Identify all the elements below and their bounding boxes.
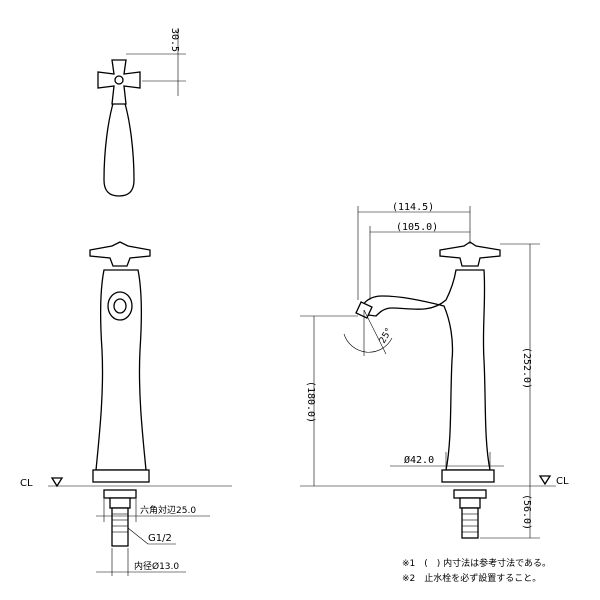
dim-spout-reach-ref: (114.5): [392, 202, 434, 213]
dim-inner-diameter: 内径Ø13.0: [134, 560, 179, 572]
angle-inclined: [363, 309, 387, 355]
cl-left-triangle: [50, 477, 64, 488]
dim-spout-reach: (105.0): [396, 222, 438, 233]
cl-right-triangle: [538, 475, 552, 486]
cl-right-marker: CL: [300, 475, 569, 487]
dim-below-counter-label: (56.0): [521, 494, 532, 530]
dim-handle-height: 30.5: [169, 28, 180, 52]
dim-spout-height: (180.0): [300, 315, 358, 486]
dim-thread: G1/2: [127, 527, 176, 545]
side-view-base: [441, 469, 495, 483]
front-view-hex-nut: [109, 497, 131, 509]
cl-left-label: CL: [20, 478, 33, 489]
front-view-handle: [89, 241, 151, 267]
notes: ※1 ( ) 内寸法は参考寸法である。 ※2 止水栓を必ず設置すること。: [402, 557, 551, 584]
side-view-washer: [453, 489, 487, 499]
dim-reach: (114.5) (105.0): [357, 202, 471, 300]
side-view: [355, 241, 501, 539]
dim-spout-height-label: (180.0): [305, 381, 316, 423]
dim-angle: 25°: [343, 309, 395, 356]
dim-base-diameter: Ø42.0: [390, 452, 504, 470]
thread-leader: [127, 527, 149, 545]
top-view: 30.5: [97, 28, 186, 197]
side-view-handle: [439, 241, 501, 267]
dim-overall-height-label: (252.0): [521, 347, 532, 389]
angle-arc: [343, 333, 393, 353]
dim-overall-height: (252.0): [500, 243, 540, 486]
dim-spray-angle: 25°: [378, 327, 395, 346]
side-view-body: [359, 269, 491, 471]
note-1: ※1 ( ) 内寸法は参考寸法である。: [402, 557, 551, 569]
note-2: ※2 止水栓を必ず設置すること。: [402, 572, 541, 584]
top-view-spout: [103, 99, 135, 197]
dim-hex: 六角対辺25.0: [96, 499, 210, 522]
front-view-base: [92, 469, 150, 483]
front-view-washer: [103, 489, 137, 499]
dim-base-diameter-label: Ø42.0: [404, 454, 434, 466]
cl-left-marker: CL: [20, 477, 232, 489]
cl-right-label: CL: [556, 476, 569, 487]
dim-inner: 内径Ø13.0: [96, 548, 186, 576]
dim-below-counter: (56.0): [480, 486, 540, 539]
dim-hex-across-flats: 六角対辺25.0: [140, 504, 196, 516]
side-view-shank: [461, 507, 479, 539]
dim-thread-label: G1/2: [148, 533, 172, 544]
front-view-aerator-inner: [113, 298, 127, 314]
side-view-hex-nut: [459, 497, 481, 509]
top-view-handle-hub: [114, 75, 124, 85]
front-view-shank: [111, 507, 129, 547]
front-view: [89, 241, 151, 547]
